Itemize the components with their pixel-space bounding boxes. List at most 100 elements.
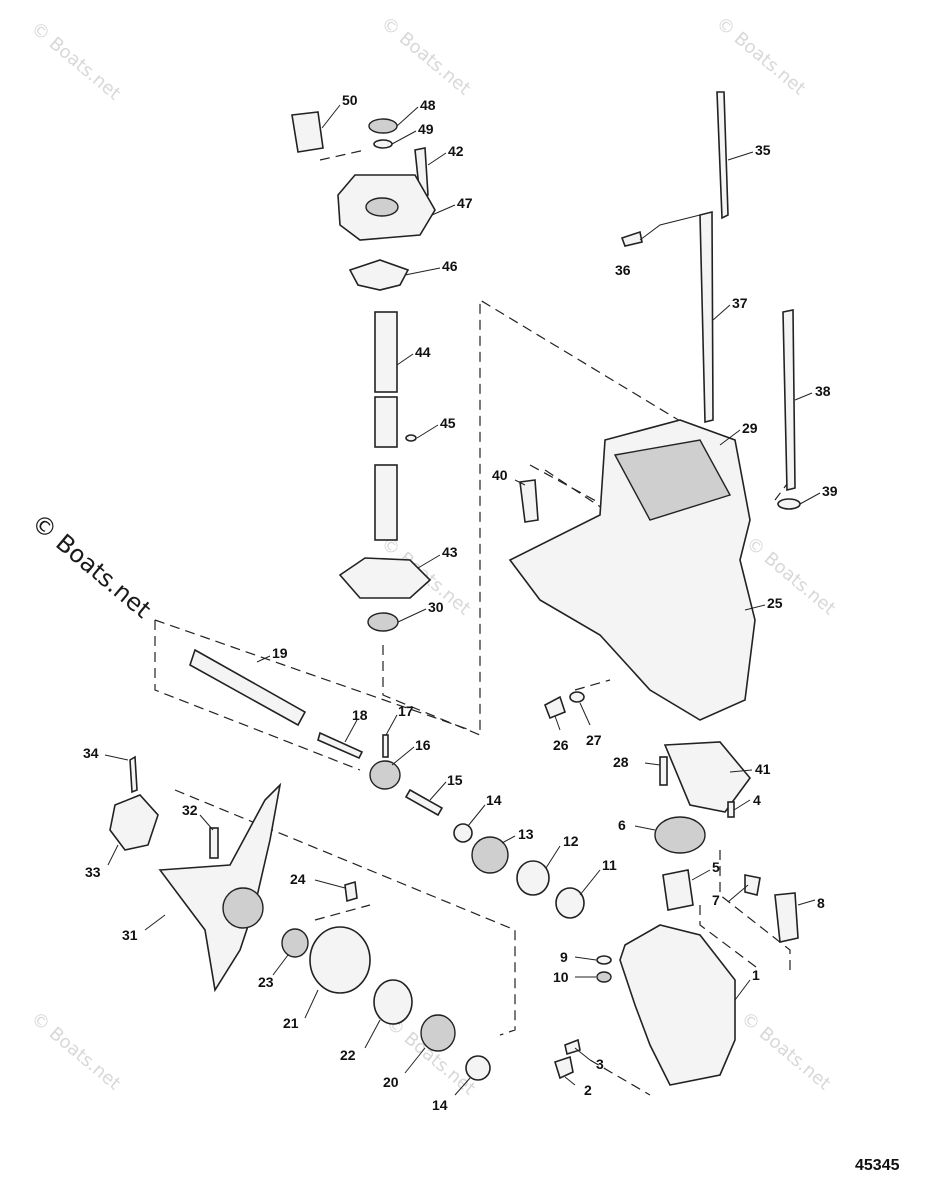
callout-42[interactable]: 42 [448, 143, 464, 159]
callout-43[interactable]: 43 [442, 544, 458, 560]
washer-49 [373, 139, 393, 149]
diagram-reference-number: 45345 [855, 1157, 900, 1174]
washer-27 [569, 691, 585, 703]
callout-31[interactable]: 31 [122, 927, 138, 943]
watermark-text: © Boats.net [742, 533, 840, 620]
driveshaft-44 [374, 311, 398, 393]
spring-18 [317, 731, 364, 760]
callout-1[interactable]: 1 [752, 967, 760, 983]
watermark-text: © Boats.net [27, 18, 125, 105]
callout-39[interactable]: 39 [822, 483, 838, 499]
callout-2[interactable]: 2 [584, 1082, 592, 1098]
callout-5[interactable]: 5 [712, 859, 720, 875]
callout-8[interactable]: 8 [817, 895, 825, 911]
pin-4 [727, 801, 735, 818]
callout-14-lower[interactable]: 14 [432, 1097, 448, 1113]
callout-3[interactable]: 3 [596, 1056, 604, 1072]
callout-23[interactable]: 23 [258, 974, 274, 990]
callout-50[interactable]: 50 [342, 92, 358, 108]
screw-26 [543, 695, 566, 720]
callout-19[interactable]: 19 [272, 645, 288, 661]
callout-44[interactable]: 44 [415, 344, 431, 360]
shift-shaft-37 [699, 210, 714, 424]
callout-24[interactable]: 24 [290, 871, 306, 887]
o-ring-22 [373, 979, 413, 1025]
callout-32[interactable]: 32 [182, 802, 198, 818]
driveshaft-housing-assembly [508, 419, 756, 818]
callout-30[interactable]: 30 [428, 599, 444, 615]
callout-35[interactable]: 35 [755, 142, 771, 158]
callout-49[interactable]: 49 [418, 121, 434, 137]
gear-housing-1 [619, 924, 736, 1086]
callout-12[interactable]: 12 [563, 833, 579, 849]
callout-45[interactable]: 45 [440, 415, 456, 431]
callout-18[interactable]: 18 [352, 707, 368, 723]
callout-28[interactable]: 28 [613, 754, 629, 770]
leader-lines [104, 104, 821, 1096]
callout-38[interactable]: 38 [815, 383, 831, 399]
clip-7 [744, 874, 761, 896]
pump-housing-bore [365, 197, 399, 217]
thrust-bearing-12 [516, 860, 550, 896]
callout-17[interactable]: 17 [398, 703, 414, 719]
callout-22[interactable]: 22 [340, 1047, 356, 1063]
dowel-28 [659, 756, 668, 786]
callout-4[interactable]: 4 [753, 792, 761, 808]
callout-37[interactable]: 37 [732, 295, 748, 311]
gear-13 [471, 836, 509, 874]
watermark-text: © Boats.net [737, 1008, 835, 1095]
gear-housing-assembly [554, 816, 799, 1086]
key-45 [405, 434, 417, 442]
seal-30 [367, 612, 399, 632]
callout-40[interactable]: 40 [492, 467, 508, 483]
callout-25[interactable]: 25 [767, 595, 783, 611]
callout-10[interactable]: 10 [553, 969, 569, 985]
washer-39 [777, 498, 801, 510]
face-plate-43 [338, 557, 432, 599]
nut-10 [596, 971, 612, 983]
bearing-carrier-21 [309, 926, 371, 994]
callout-15[interactable]: 15 [447, 772, 463, 788]
callout-20[interactable]: 20 [383, 1074, 399, 1090]
callout-46[interactable]: 46 [442, 258, 458, 274]
watermark-text: © Boats.net [27, 1008, 125, 1095]
callout-labels: 50 48 49 42 47 46 44 45 43 30 35 36 37 3… [83, 92, 838, 1113]
screw-24 [344, 880, 358, 903]
callout-48[interactable]: 48 [420, 97, 436, 113]
callout-16[interactable]: 16 [415, 737, 431, 753]
callout-21[interactable]: 21 [283, 1015, 299, 1031]
propeller-31 [158, 782, 282, 993]
washer-11 [555, 887, 585, 919]
callout-27[interactable]: 27 [586, 732, 602, 748]
watermark-main: © Boats.net [26, 508, 156, 624]
callout-13[interactable]: 13 [518, 826, 534, 842]
callout-14-upper[interactable]: 14 [486, 792, 502, 808]
callout-6[interactable]: 6 [618, 817, 626, 833]
callout-26[interactable]: 26 [553, 737, 569, 753]
propeller-shaft-19 [189, 648, 307, 727]
pin-15 [404, 788, 444, 817]
callout-36[interactable]: 36 [615, 262, 631, 278]
watermark-text: © Boats.net [712, 13, 810, 100]
nut-33 [109, 794, 159, 851]
gear-20 [420, 1014, 456, 1052]
callout-33[interactable]: 33 [85, 864, 101, 880]
housing-top-plate [613, 439, 732, 521]
stud-38 [782, 309, 796, 492]
grommet-50 [291, 111, 324, 153]
bracket-8 [774, 892, 799, 943]
propeller-assembly [109, 755, 491, 1081]
callout-47[interactable]: 47 [457, 195, 473, 211]
bearing-23 [281, 928, 309, 958]
driveshaft-middle [374, 396, 398, 448]
callout-41[interactable]: 41 [755, 761, 771, 777]
callout-7[interactable]: 7 [712, 892, 720, 908]
retainer-3 [564, 1038, 581, 1056]
callout-9[interactable]: 9 [560, 949, 568, 965]
callout-11[interactable]: 11 [602, 857, 617, 873]
watermark-text: © Boats.net [377, 13, 475, 100]
callout-34[interactable]: 34 [83, 745, 99, 761]
callout-29[interactable]: 29 [742, 420, 758, 436]
driveshaft-lower [374, 464, 398, 541]
